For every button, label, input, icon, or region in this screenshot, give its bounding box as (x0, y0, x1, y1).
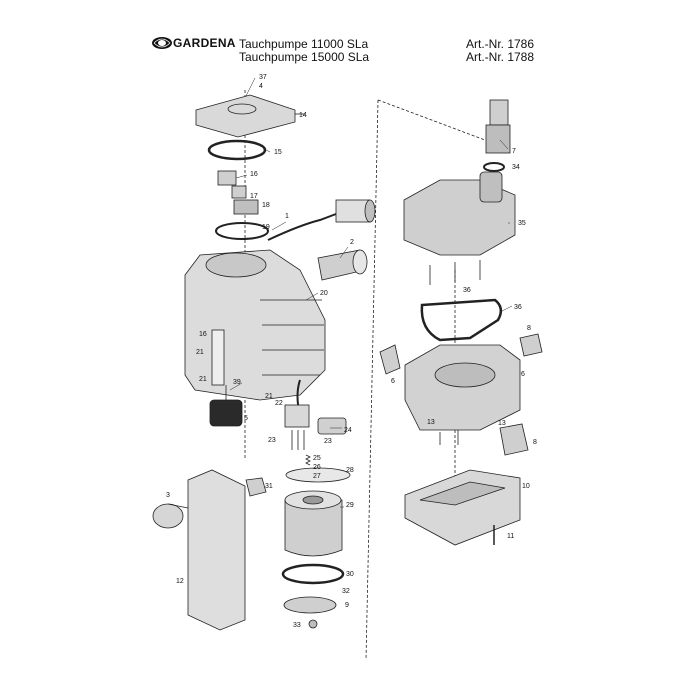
part-12-front-panel (187, 469, 246, 631)
callout-21c: 21 (265, 393, 273, 400)
part-5-float (209, 399, 243, 427)
part-8-valve-right (519, 333, 543, 357)
part-22-28-cable-entry (284, 404, 347, 450)
callout-39: 39 (233, 379, 241, 386)
callout-4: 4 (259, 83, 263, 90)
part-15-seal-ring (207, 139, 267, 161)
part-36-seal (420, 298, 503, 342)
callout-21b: 21 (199, 376, 207, 383)
callout-34: 34 (512, 164, 520, 171)
part-31-clip (245, 477, 267, 497)
leader-lines (229, 77, 513, 575)
article-number-2: Art.-Nr. 1788 (466, 50, 535, 64)
part-8-valve-left (379, 344, 401, 375)
callout-13b: 13 (498, 420, 506, 427)
callout-23b: 23 (324, 438, 332, 445)
callout-37: 37 (259, 74, 267, 81)
part-16-17-18-switch-parts (217, 170, 259, 215)
model-title-2: Tauchpumpe 15000 SLa (239, 50, 370, 64)
callout-1: 1 (285, 213, 289, 220)
callout-8a: 8 (527, 325, 531, 332)
callout-8b: 8 (533, 439, 537, 446)
callout-22: 22 (275, 400, 283, 407)
callout-5: 5 (244, 415, 248, 422)
callout-30: 30 (346, 571, 354, 578)
callout-12: 12 (176, 578, 184, 585)
callout-35: 35 (518, 220, 526, 227)
part-3-handle-knob (152, 503, 189, 529)
callout-7: 7 (512, 148, 516, 155)
callout-27: 27 (313, 473, 321, 480)
callout-6a: 6 (391, 378, 395, 385)
part-30-o-ring (281, 563, 345, 585)
callout-36a: 36 (463, 287, 471, 294)
part-6-pump-chamber (404, 344, 521, 445)
callout-16b: 16 (199, 331, 207, 338)
part-14-lid-cover (195, 94, 305, 138)
callout-15: 15 (274, 149, 282, 156)
part-35-pump-housing-top (403, 171, 516, 285)
assembly-axis-line (365, 99, 379, 661)
article-number-1: Art.-Nr. 1786 (466, 37, 535, 51)
part-2-cable-sleeve (317, 249, 368, 281)
part-10-base-plate (404, 469, 521, 546)
callout-18: 18 (262, 202, 270, 209)
callout-3: 3 (166, 492, 170, 499)
callout-14: 14 (299, 112, 307, 119)
callout-25: 25 (313, 455, 321, 462)
callout-6b: 6 (521, 371, 525, 378)
callout-24: 24 (344, 427, 352, 434)
callout-16a: 16 (250, 171, 258, 178)
callout-36b: 36 (514, 304, 522, 311)
part-8-valve-lower (499, 423, 529, 456)
callout-26: 26 (313, 464, 321, 471)
callout-13a: 13 (427, 419, 435, 426)
part-1-cable-plug (267, 199, 376, 241)
callout-31: 31 (265, 483, 273, 490)
part-7-hose-connector (485, 99, 511, 154)
callout-29: 29 (346, 502, 354, 509)
callout-10: 10 (522, 483, 530, 490)
callout-20: 20 (320, 290, 328, 297)
callout-17: 17 (250, 193, 258, 200)
callout-33: 33 (293, 622, 301, 629)
callout-19: 19 (262, 224, 270, 231)
callout-11: 11 (507, 533, 514, 540)
part-19-clamp-ring (215, 222, 269, 240)
gardena-brand: GARDENA (151, 36, 236, 50)
part-20-motor-housing (184, 249, 326, 401)
callout-23a: 23 (268, 437, 276, 444)
part-34-o-ring-small (483, 162, 505, 172)
model-title-1: Tauchpumpe 11000 SLa (239, 37, 369, 51)
brand-name: GARDENA (173, 36, 236, 50)
part-29-motor (284, 490, 343, 557)
callout-32: 32 (342, 588, 350, 595)
gardena-flower-logo-icon (152, 37, 172, 49)
callout-28: 28 (346, 467, 354, 474)
callout-9: 9 (345, 602, 349, 609)
part-9-impeller (283, 596, 337, 629)
callout-2: 2 (350, 239, 354, 246)
callout-21a: 21 (196, 349, 204, 356)
part-25-27-rotor-springs (285, 454, 351, 483)
